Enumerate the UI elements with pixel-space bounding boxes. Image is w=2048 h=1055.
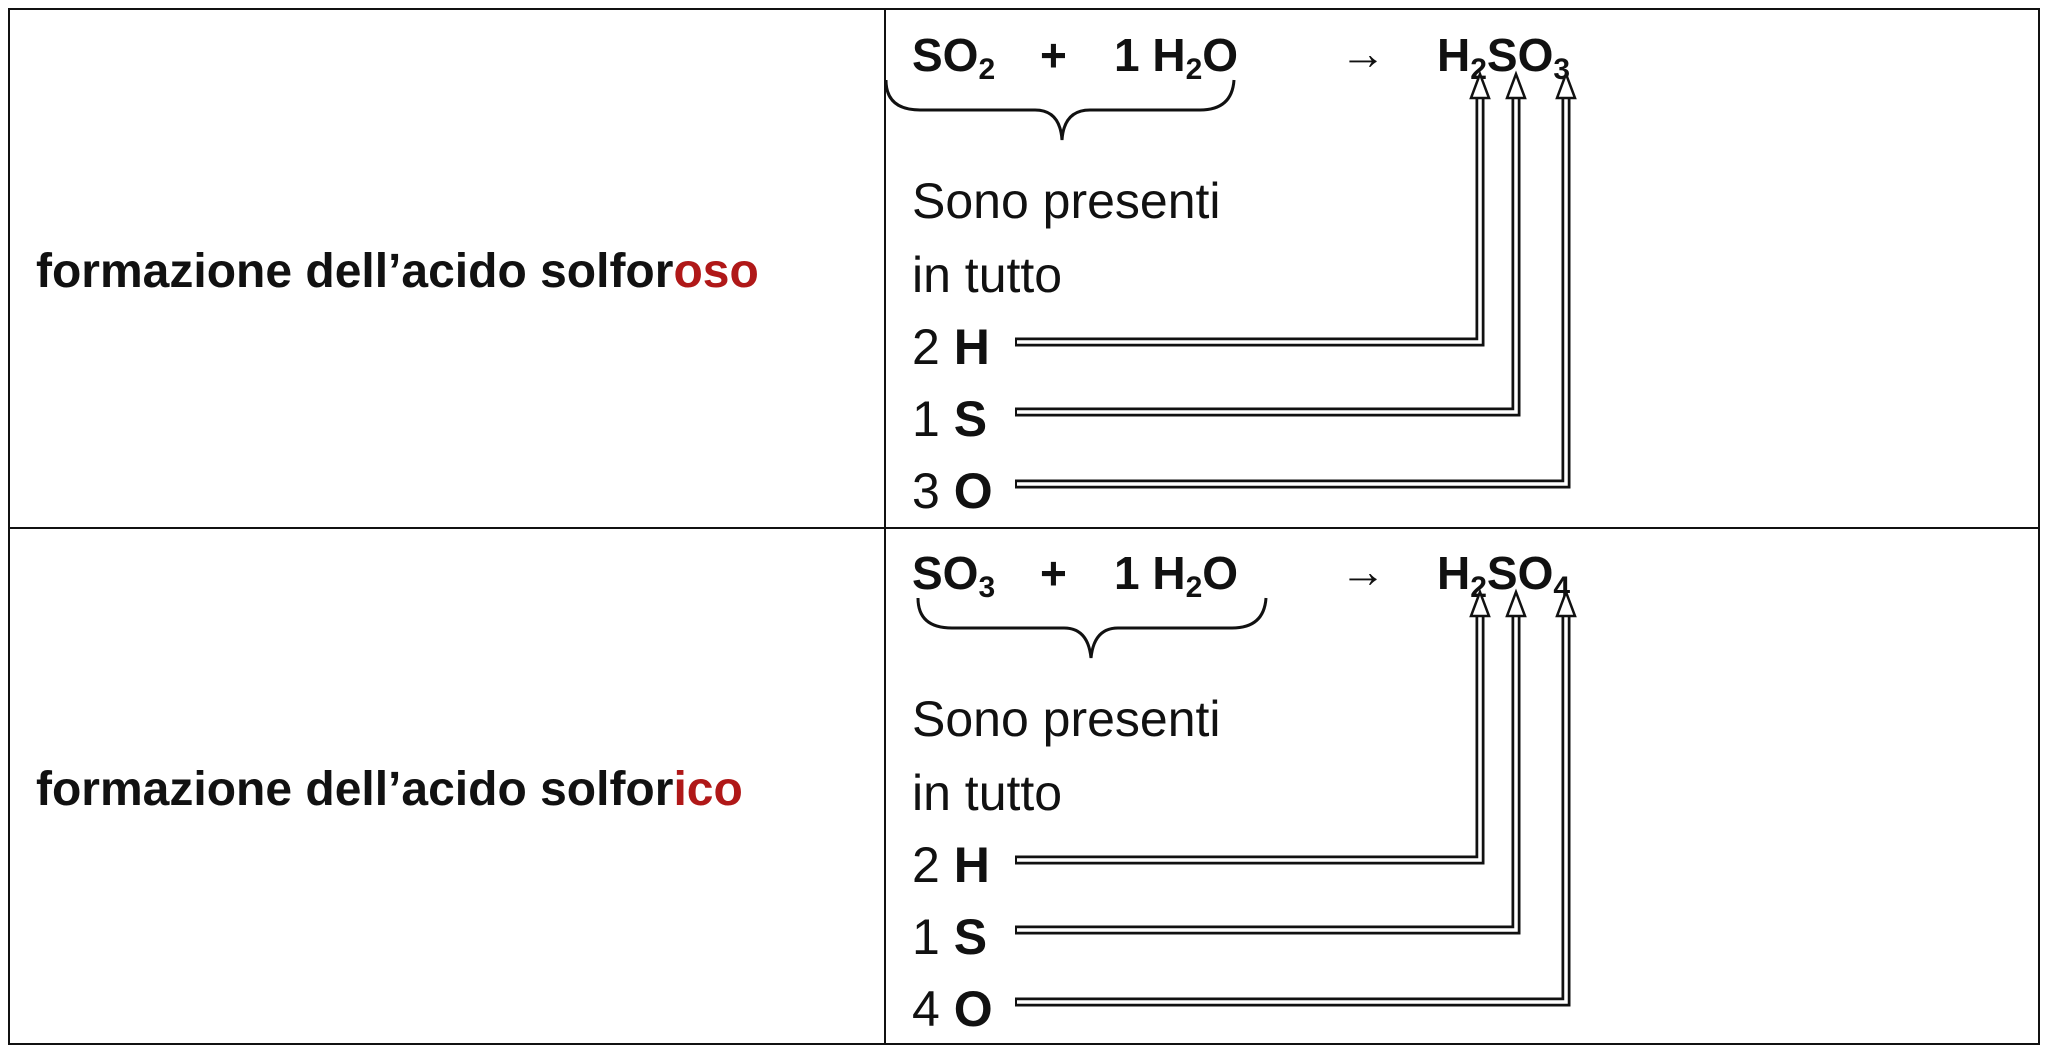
note-line-2: in tutto	[912, 765, 1063, 821]
count-oxygen: 3 O	[912, 463, 993, 519]
atom-count-arrows	[1015, 70, 1577, 1007]
reaction-arrow: →	[1340, 545, 1386, 597]
double-arrow	[1015, 70, 1491, 347]
table-frame	[8, 8, 2040, 1045]
reactant-water: 1 H2O	[1114, 547, 1239, 604]
product-h2so4: H2SO4	[1437, 547, 1571, 604]
row-label-solforoso: formazione dell’acido solforoso	[36, 248, 759, 296]
reaction-arrow: →	[1340, 27, 1386, 79]
count-sulfur: 1 S	[912, 909, 988, 965]
brace-reactants	[884, 79, 1236, 141]
plus-sign: +	[1040, 29, 1067, 81]
note-line-2: in tutto	[912, 247, 1063, 303]
reactant-water: 1 H2O	[1114, 29, 1239, 86]
label-base: formazione dell’acido solfor	[36, 763, 674, 816]
label-suffix: oso	[673, 245, 759, 298]
note-line-1: Sono presenti	[912, 691, 1221, 747]
column-divider	[884, 8, 886, 1045]
label-suffix: ico	[673, 763, 743, 816]
row-divider	[8, 527, 2040, 529]
count-hydrogen: 2 H	[912, 319, 990, 375]
product-h2so3: H2SO3	[1437, 29, 1571, 86]
reactant-so2: SO2	[912, 29, 996, 86]
count-hydrogen: 2 H	[912, 837, 990, 893]
count-sulfur: 1 S	[912, 391, 988, 447]
count-oxygen: 4 O	[912, 981, 993, 1037]
label-base: formazione dell’acido solfor	[36, 245, 674, 298]
double-arrow	[1015, 588, 1577, 1007]
plus-sign: +	[1040, 547, 1067, 599]
note-line-1: Sono presenti	[912, 173, 1221, 229]
row-label-solforico: formazione dell’acido solforico	[36, 766, 743, 814]
double-arrow	[1015, 70, 1527, 417]
double-arrow	[1015, 588, 1491, 865]
double-arrow	[1015, 588, 1527, 935]
double-arrow	[1015, 70, 1577, 489]
reactant-so3: SO3	[912, 547, 996, 604]
brace-reactants	[916, 597, 1268, 659]
